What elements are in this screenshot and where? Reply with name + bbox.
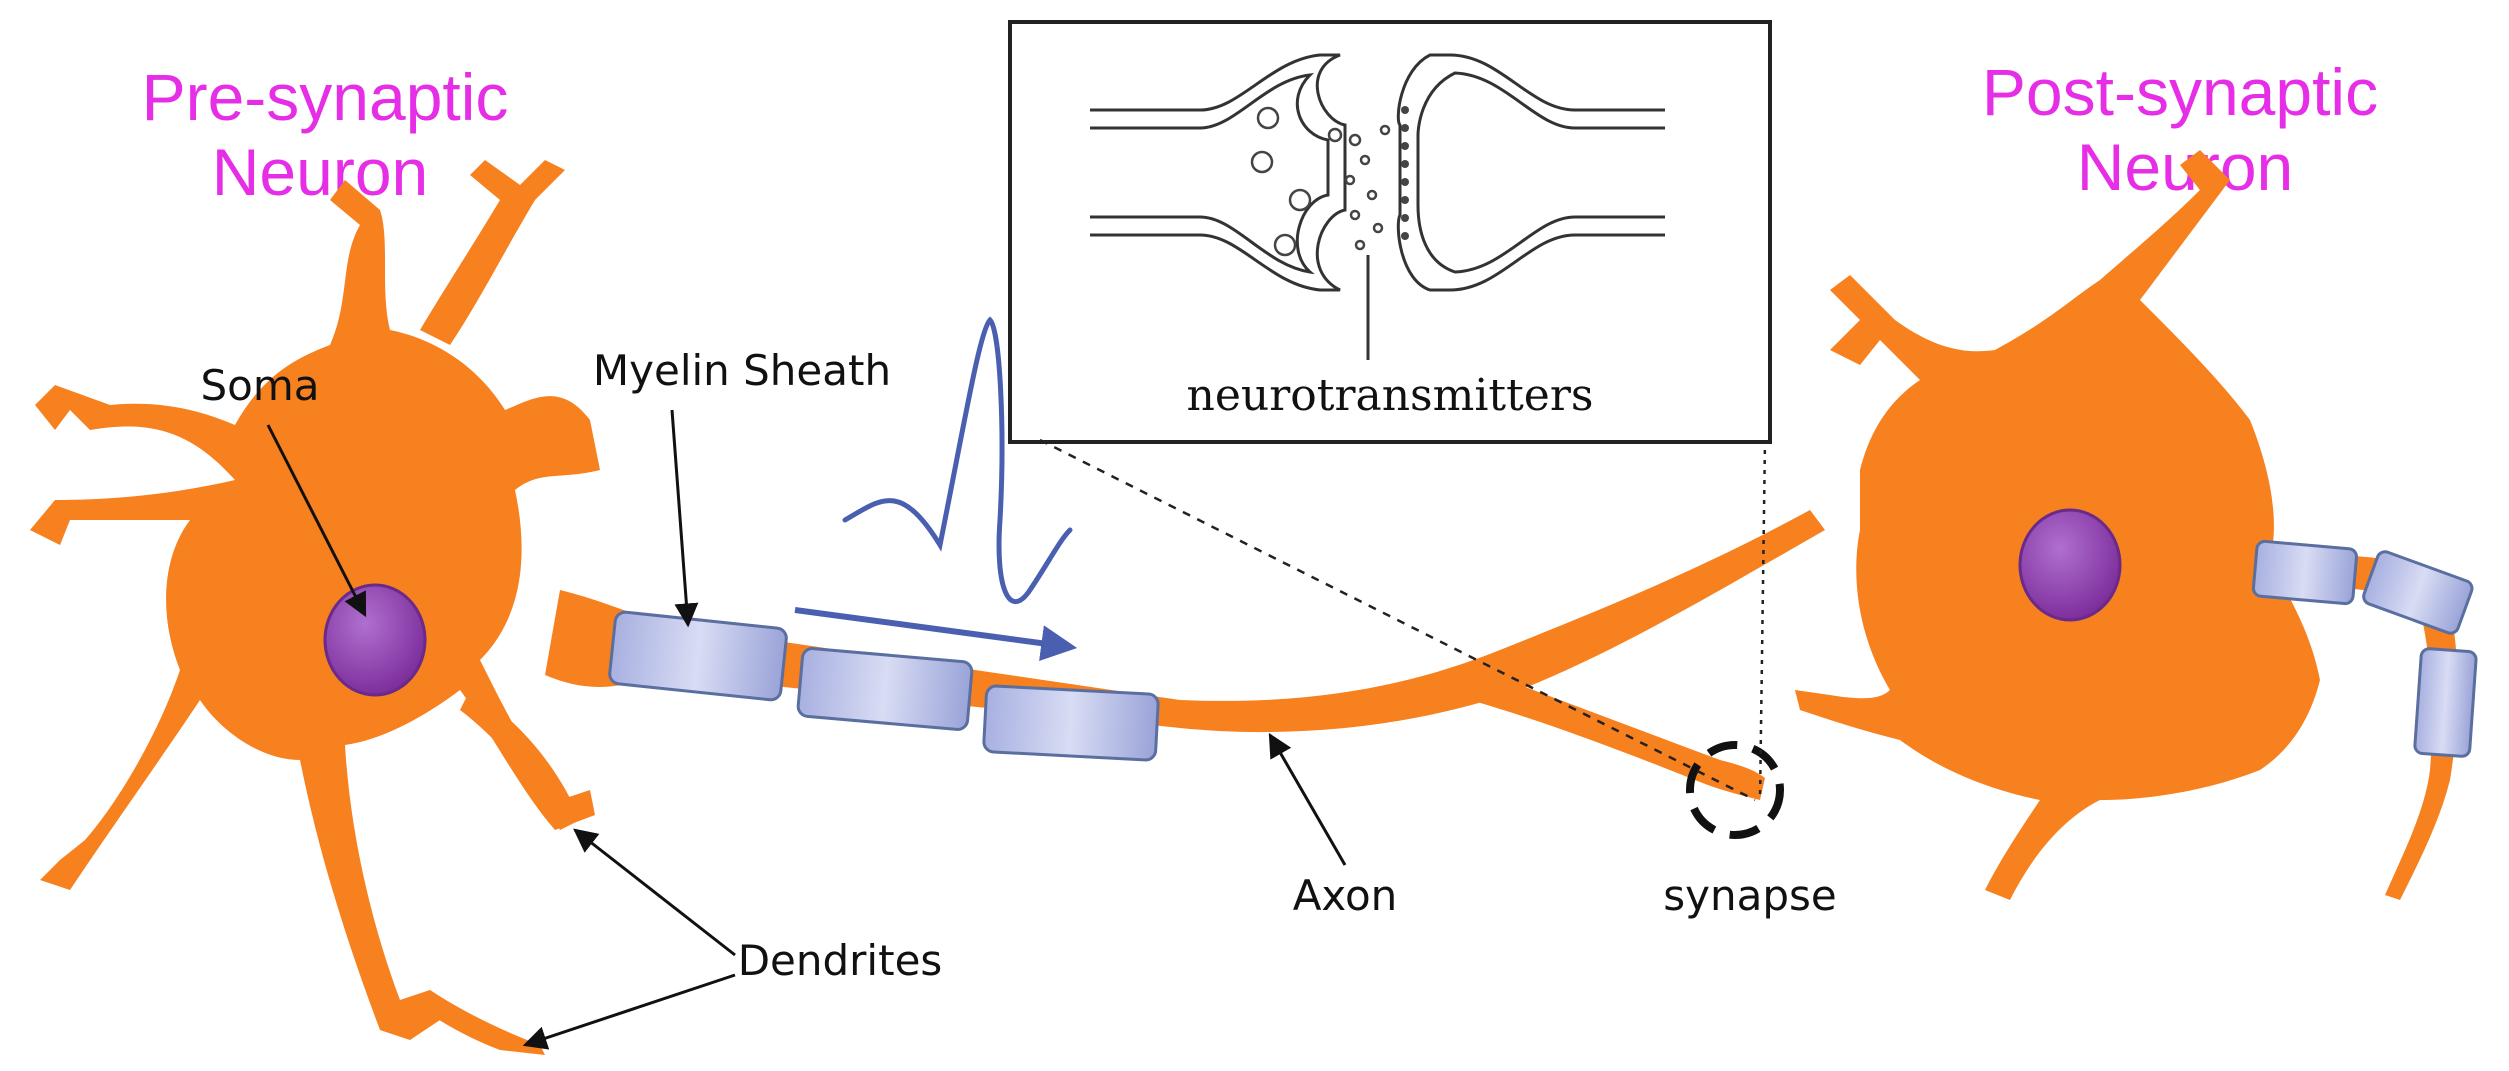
pre-dendrite-upper-right — [420, 160, 565, 345]
myelin-sheath-arrow — [670, 409, 699, 628]
post-myelin-segment-3 — [2413, 647, 2478, 758]
pre-dendrite-lower-branch — [460, 690, 580, 830]
inset-frame — [1008, 20, 1772, 444]
presynaptic-terminal-inner — [1090, 73, 1330, 275]
pre-synaptic-title-line1: Pre-synaptic — [142, 60, 509, 134]
signal-direction-arrow — [794, 607, 1078, 661]
synapse-marker — [1686, 741, 1784, 839]
pre-dendrite-bottom-tip — [410, 990, 545, 1055]
synapse-inset: neurotransmitters — [1008, 20, 1772, 802]
vesicles — [1250, 106, 1391, 257]
pre-soma-body — [30, 180, 600, 1040]
pre-synaptic-title-line2: Neuron — [212, 135, 428, 209]
presynaptic-terminal-membrane — [1090, 53, 1347, 292]
post-myelin-segment-1 — [2251, 539, 2358, 606]
postsynaptic-membrane — [1396, 53, 1665, 292]
neurotransmitters-label: neurotransmitters — [1187, 370, 1594, 421]
zoom-line-right — [1758, 439, 1767, 801]
myelin-segment-3 — [982, 684, 1160, 762]
pre-synaptic-neuron — [30, 160, 640, 1055]
post-nucleus — [2018, 508, 2122, 622]
axon-label: Axon — [1293, 871, 1398, 920]
soma-label: Soma — [200, 361, 319, 410]
post-synaptic-title-line1: Post-synaptic — [1982, 55, 2378, 129]
dendrites-arrow-lower — [522, 973, 736, 1050]
dendrites-label: Dendrites — [738, 936, 943, 985]
action-potential-signal — [794, 316, 1078, 661]
receptors — [1401, 106, 1409, 240]
myelin-segment-2 — [796, 647, 974, 731]
dendrites-arrow-upper — [573, 828, 736, 957]
zoom-line-left — [1039, 438, 1756, 802]
myelin-segment-1 — [608, 610, 788, 702]
pre-nucleus — [323, 583, 427, 697]
axon — [620, 510, 1825, 800]
axon-arrow — [1268, 732, 1347, 866]
myelin-sheath — [608, 610, 1160, 762]
synapse-label: synapse — [1663, 871, 1836, 920]
postsynaptic-membrane-inner — [1416, 71, 1665, 274]
post-synaptic-neuron — [1795, 150, 2478, 900]
myelin-sheath-label: Myelin Sheath — [593, 346, 891, 395]
soma-arrow — [266, 424, 367, 618]
signal-waveform-icon — [842, 316, 1073, 605]
axon-branch-lower — [1470, 670, 1765, 800]
post-myelin-segment-2 — [2362, 550, 2474, 635]
